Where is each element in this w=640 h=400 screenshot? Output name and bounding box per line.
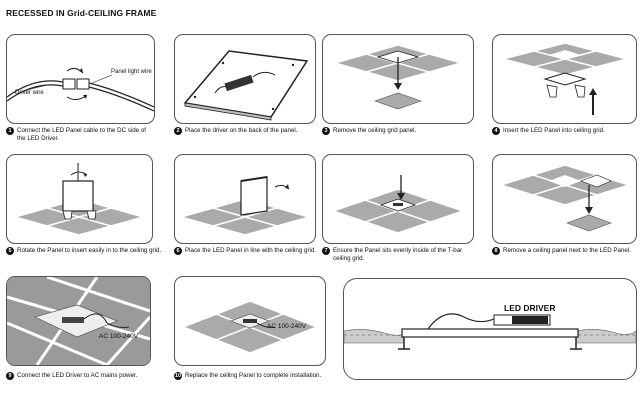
step-10-caption: 10 Replace the ceiling Panel to complete… [174, 371, 344, 380]
step-4-text: Insert the LED Panel into ceiling grid. [503, 127, 605, 134]
panel-light-wire-label: Panel light wire [111, 69, 152, 75]
step-5-caption: 5 Rotate the Panel to insert easily in t… [6, 246, 166, 255]
step-8-illustration [492, 154, 637, 244]
step-7-caption: 7 Ensure the Panel sits evenly inside of… [322, 246, 472, 262]
step-7-number: 7 [322, 246, 330, 255]
step-3-text: Remove the ceiling grid panel. [333, 127, 417, 134]
step-10-text: Replace the ceiling Panel to complete in… [185, 372, 322, 379]
led-driver-label: LED DRIVER [504, 303, 556, 313]
step-9-ac-voltage-label: AC 100-240V [99, 333, 139, 340]
step-1-text: Connect the LED Panel cable to the DC si… [17, 127, 146, 142]
step-2-caption: 2 Place the driver on the back of the pa… [174, 126, 314, 135]
remove-grid-panel-drawing [332, 44, 464, 110]
step-6-illustration [174, 154, 316, 244]
step-8-text: Remove a ceiling panel next to the LED P… [503, 247, 631, 254]
step-9-caption: 9 Connect the LED Driver to AC mains pow… [6, 371, 166, 380]
step-7-illustration [322, 154, 474, 244]
step-10-number: 10 [174, 371, 182, 380]
step-5-text: Rotate the Panel to insert easily in to … [17, 247, 162, 254]
wire-connection-drawing [7, 67, 154, 112]
step-6-text: Place the LED Panel in line with the cei… [185, 247, 317, 254]
step-5-number: 5 [6, 246, 14, 255]
step-6-number: 6 [174, 246, 182, 255]
step-6-caption: 6 Place the LED Panel in line with the c… [174, 246, 324, 255]
insert-panel-drawing [502, 42, 628, 115]
remove-adjacent-panel-drawing [498, 164, 632, 232]
cross-section-illustration: LED DRIVER [343, 278, 637, 380]
panel-back-drawing [183, 50, 309, 121]
step-10-illustration: AC 100-240V [174, 276, 326, 366]
step-9-illustration: AC 100-240V [6, 276, 151, 366]
step-1-illustration: Panel light wire Driver wire [6, 34, 155, 124]
step-2-text: Place the driver on the back of the pane… [185, 127, 298, 134]
align-panel-drawing [178, 176, 312, 236]
step-1-caption: 1 Connect the LED Panel cable to the DC … [6, 126, 156, 142]
step-5-illustration [6, 154, 153, 244]
step-4-number: 4 [492, 126, 500, 135]
step-7-text: Ensure the Panel sits evenly inside of t… [333, 247, 463, 262]
step-4-caption: 4 Insert the LED Panel into ceiling grid… [492, 126, 635, 135]
step-8-caption: 8 Remove a ceiling panel next to the LED… [492, 246, 635, 255]
step-9-number: 9 [6, 371, 14, 380]
step-9-text: Connect the LED Driver to AC mains power… [17, 372, 138, 379]
step-1-number: 1 [6, 126, 14, 135]
page-title: RECESSED IN Grid-CEILING FRAME [6, 8, 157, 18]
step-2-number: 2 [174, 126, 182, 135]
driver-wire-label: Driver wire [15, 90, 44, 96]
step-3-illustration [322, 34, 474, 124]
installed-panel-cross-section [344, 313, 636, 350]
replace-panel-drawing [180, 300, 320, 354]
step-2-illustration [174, 34, 316, 124]
panel-seated-drawing [330, 175, 466, 234]
rotate-panel-drawing [12, 163, 146, 236]
step-3-number: 3 [322, 126, 330, 135]
step-8-number: 8 [492, 246, 500, 255]
step-3-caption: 3 Remove the ceiling grid panel. [322, 126, 472, 135]
ac-connection-drawing [7, 277, 150, 365]
step-10-ac-voltage-label: AC 100-240V [267, 323, 307, 330]
step-4-illustration [492, 34, 637, 124]
